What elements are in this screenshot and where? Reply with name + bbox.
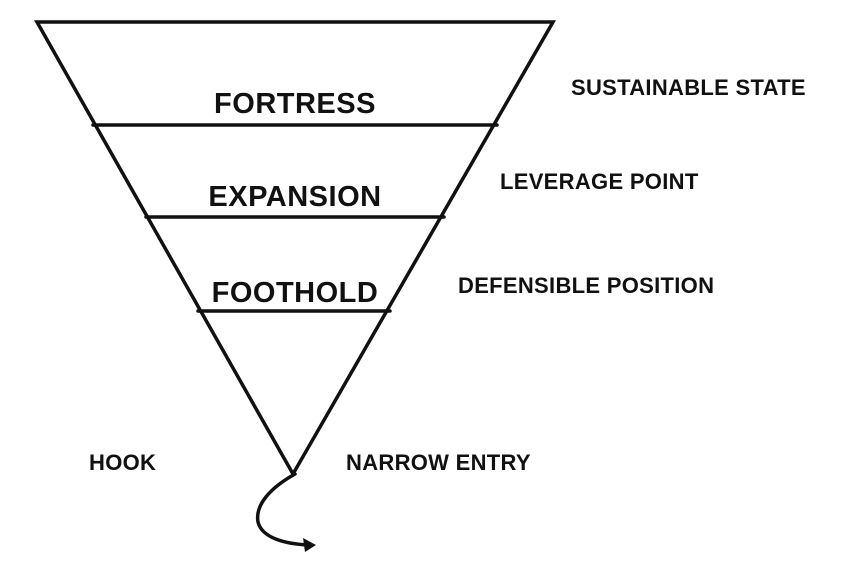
- tip-label-narrow-entry: NARROW ENTRY: [346, 450, 531, 475]
- level-label-expansion: EXPANSION: [208, 181, 381, 213]
- hook-arrow-curve: [255, 472, 311, 547]
- level-label-fortress: FORTRESS: [214, 88, 376, 120]
- tip-label-hook: HOOK: [89, 450, 156, 475]
- level-label-foothold: FOOTHOLD: [212, 277, 379, 309]
- annotation-sustainable-state: SUSTAINABLE STATE: [571, 75, 806, 100]
- annotation-defensible-position: DEFENSIBLE POSITION: [458, 273, 714, 298]
- funnel-outline: [33, 20, 557, 478]
- hook-arrow-head: [303, 538, 316, 552]
- annotation-leverage-point: LEVERAGE POINT: [500, 169, 699, 194]
